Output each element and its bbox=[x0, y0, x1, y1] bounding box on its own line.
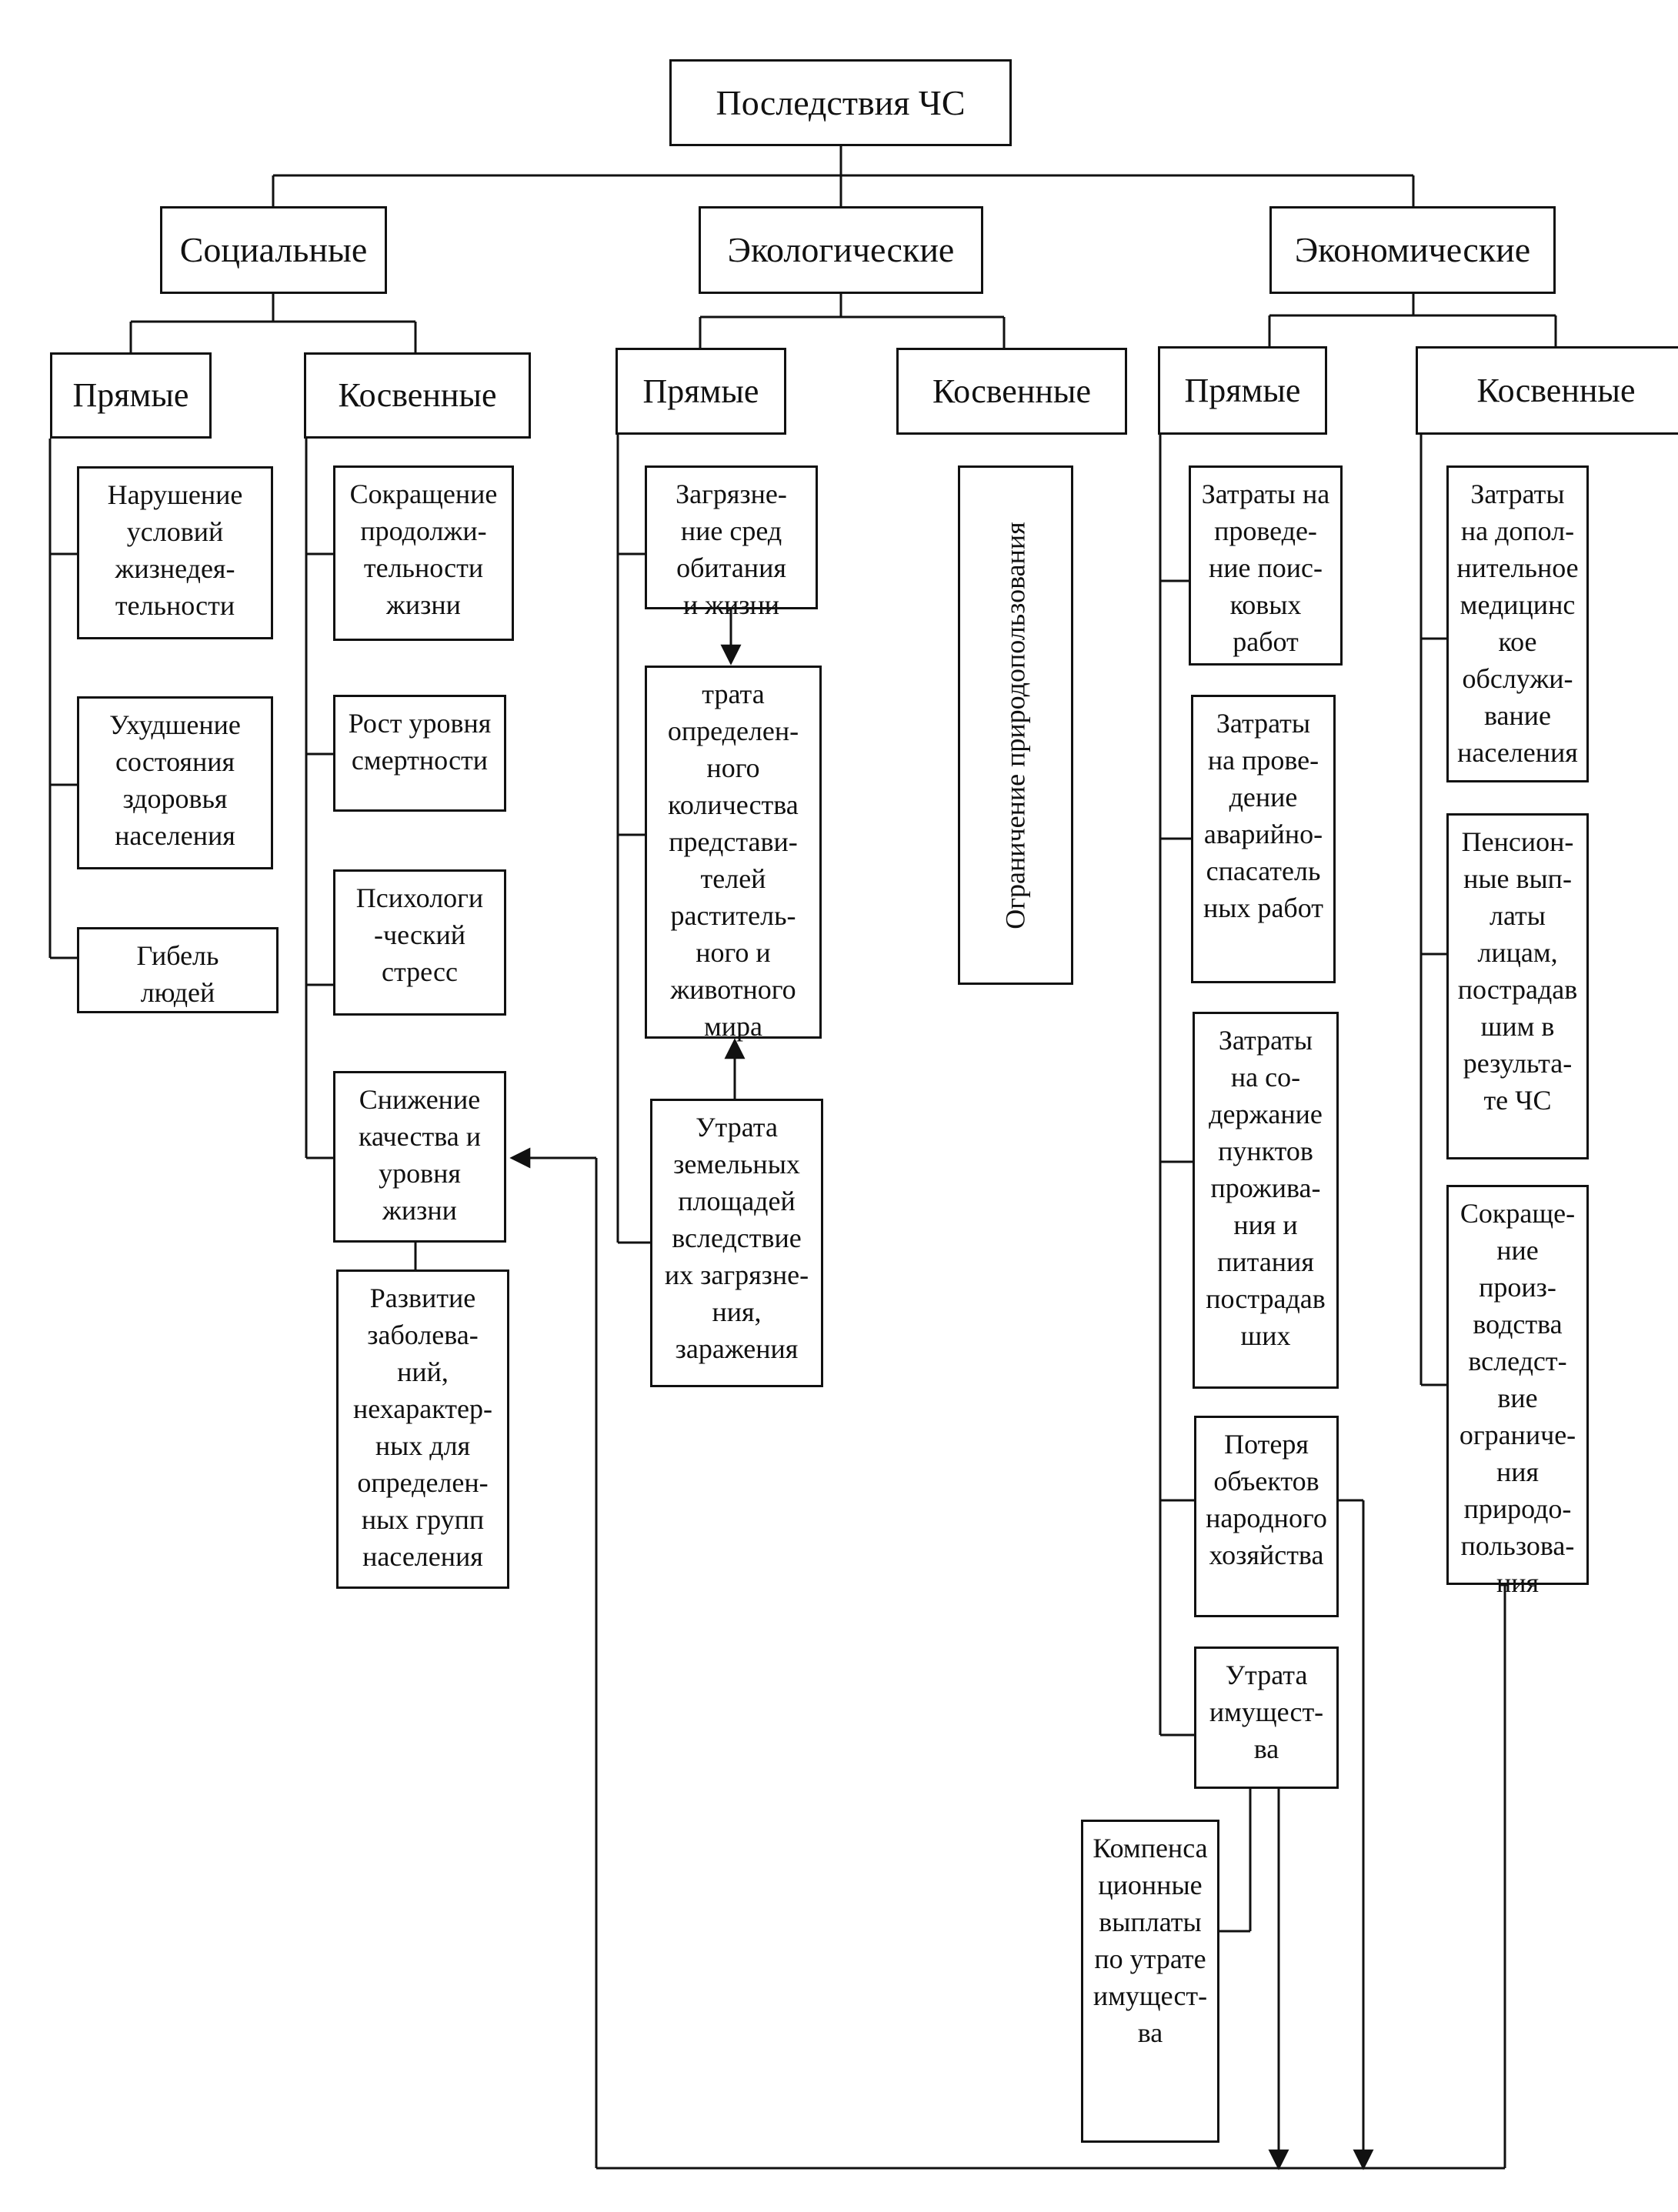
ecological-indirect-item-1-label: Ограничение природопользования bbox=[1000, 521, 1032, 929]
social-indirect-item-4: Снижение качества и уровня жизни bbox=[333, 1071, 506, 1243]
social-direct-item-1: Нарушение условий жизнедея- тельности bbox=[77, 466, 273, 639]
ecological-indirect-item-1: Ограничение природопользования bbox=[958, 465, 1073, 985]
economic-direct-item-2: Затраты на прове- дение аварийно- спасат… bbox=[1191, 695, 1336, 983]
social-indirect-item-1: Сокращение продолжи- тельности жизни bbox=[333, 465, 514, 641]
social-indirect-item-5: Развитие заболева- ний, нехарактер- ных … bbox=[336, 1269, 509, 1589]
social-direct-item-3: Гибель людей bbox=[77, 927, 279, 1013]
economic-indirect-item-1: Затраты на допол- нительное медицинс кое… bbox=[1446, 465, 1589, 782]
root-consequences: Последствия ЧС bbox=[669, 59, 1012, 146]
economic-indirect-item-2: Пенсион- ные вып- латы лицам, пострадав … bbox=[1446, 813, 1589, 1159]
social-consequences: Социальные bbox=[160, 206, 387, 294]
economic-direct-item-3: Затраты на со- держание пунктов прожива-… bbox=[1193, 1012, 1339, 1389]
social-indirect-item-2: Рост уровня смертности bbox=[333, 695, 506, 812]
ecological-consequences: Экологические bbox=[699, 206, 983, 294]
economic-indirect-item-3: Сокраще- ние произ- водства вследст- вие… bbox=[1446, 1185, 1589, 1598]
ecological-direct-item-2: трата определен- ного количества предста… bbox=[645, 666, 822, 1042]
economic-direct: Прямые bbox=[1158, 346, 1327, 435]
economic-consequences: Экономические bbox=[1269, 206, 1556, 294]
economic-indirect: Косвенные bbox=[1416, 346, 1678, 435]
social-direct-item-2: Ухудшение состояния здоровья населения bbox=[77, 696, 273, 869]
ecological-direct-item-1: Загрязне- ние сред обитания и жизни bbox=[645, 465, 818, 620]
ecological-direct: Прямые bbox=[615, 348, 786, 435]
ecological-indirect: Косвенные bbox=[896, 348, 1127, 435]
economic-direct-item-4: Потеря объектов народного хозяйства bbox=[1194, 1416, 1339, 1617]
ecological-direct-item-3: Утрата земельных площадей вследствие их … bbox=[650, 1099, 823, 1387]
economic-direct-item-1: Затраты на проведе- ние поис- ковых рабо… bbox=[1189, 465, 1343, 666]
social-indirect-item-3: Психологи -ческий стресс bbox=[333, 869, 506, 1016]
economic-direct-item-6: Компенса ционные выплаты по утрате имуще… bbox=[1081, 1820, 1219, 2143]
social-indirect: Косвенные bbox=[304, 352, 531, 439]
economic-direct-item-5: Утрата имущест- ва bbox=[1194, 1646, 1339, 1789]
social-direct: Прямые bbox=[50, 352, 212, 439]
